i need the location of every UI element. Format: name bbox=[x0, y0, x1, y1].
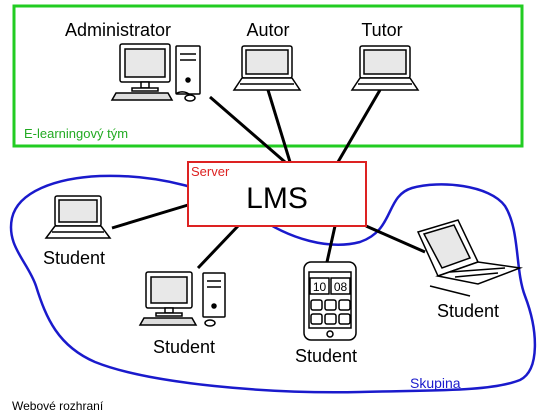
phone-digit-left: 10 bbox=[313, 280, 327, 294]
web-interface-label: Webové rozhraní bbox=[12, 399, 104, 413]
line-server-student4 bbox=[365, 224, 426, 254]
line-autor-server bbox=[266, 89, 292, 163]
desktop-computer-icon-student-2 bbox=[138, 271, 226, 327]
convertible-laptop-icon bbox=[416, 219, 523, 297]
desktop-computer-icon bbox=[110, 43, 201, 102]
laptop-icon-autor bbox=[232, 45, 302, 91]
student-4-label: Student bbox=[437, 301, 499, 321]
line-admin-server bbox=[209, 95, 286, 164]
member-autor-label: Autor bbox=[246, 20, 289, 40]
server-box bbox=[187, 161, 367, 227]
member-administrator-label: Administrator bbox=[65, 20, 171, 40]
student-2-label: Student bbox=[153, 337, 215, 357]
member-tutor-label: Tutor bbox=[361, 20, 402, 40]
phone-digit-right: 08 bbox=[334, 280, 348, 294]
server-title: LMS bbox=[246, 182, 308, 215]
group-label: Skupina bbox=[410, 375, 461, 391]
connection-lines bbox=[111, 89, 426, 270]
laptop-icon-tutor bbox=[350, 45, 420, 91]
student-1-label: Student bbox=[43, 248, 105, 268]
line-server-student3 bbox=[325, 225, 337, 263]
line-server-student1 bbox=[111, 203, 189, 230]
line-server-student2 bbox=[196, 224, 240, 270]
smartphone-icon bbox=[303, 261, 357, 341]
student-3-label: Student bbox=[295, 346, 357, 366]
line-tutor-server bbox=[336, 89, 382, 163]
laptop-icon-student-1 bbox=[44, 195, 112, 239]
server-small-label: Server bbox=[191, 164, 230, 179]
group-outline bbox=[9, 174, 537, 394]
team-label: E-learningový tým bbox=[24, 126, 128, 141]
